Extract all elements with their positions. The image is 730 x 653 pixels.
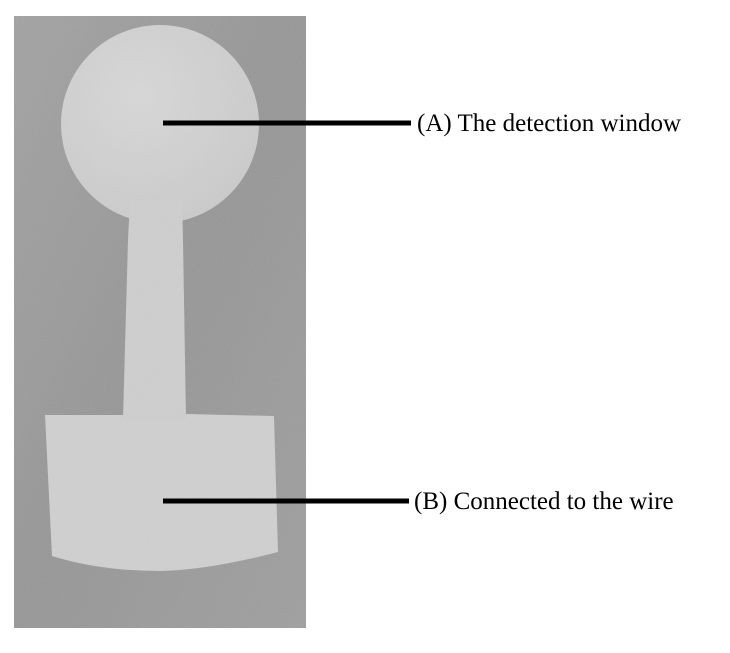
electrode-neck (123, 200, 186, 420)
detection-window-circle (61, 25, 259, 223)
wire-contact-pad (45, 414, 278, 571)
electrode (45, 25, 278, 571)
label-wire-connection: (B) Connected to the wire (414, 488, 674, 515)
label-detection-window: (A) The detection window (417, 110, 682, 137)
